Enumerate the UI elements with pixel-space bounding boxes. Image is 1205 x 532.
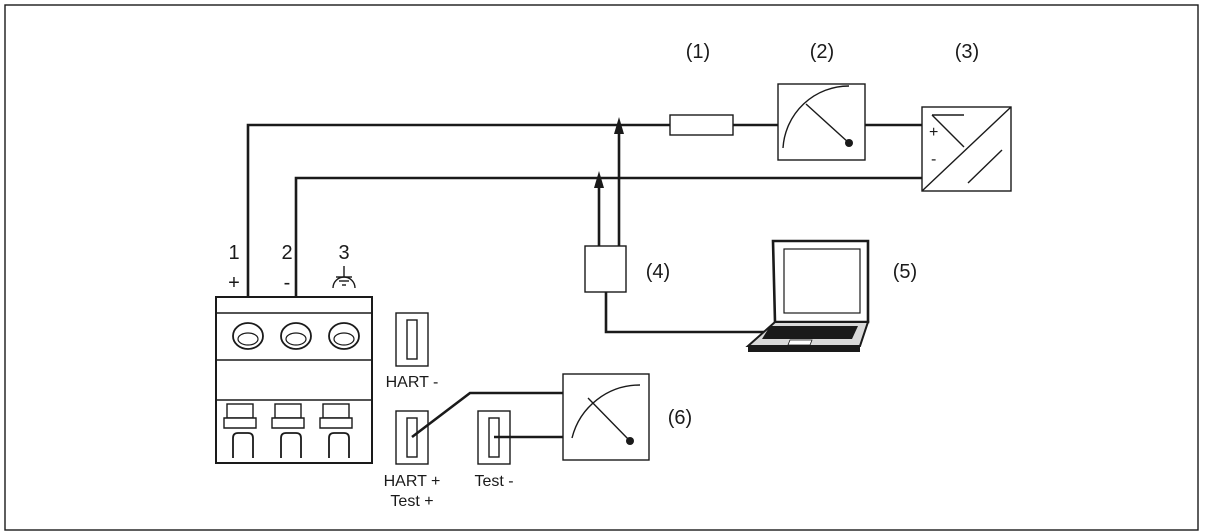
label-power-supply: (3) <box>955 41 979 63</box>
terminal-block <box>215 296 373 464</box>
label-test-meter: (6) <box>668 407 692 429</box>
wire-modem-to-laptop <box>604 292 770 334</box>
ground-icon <box>332 266 356 289</box>
terminal-1-sign: + <box>228 272 240 294</box>
terminal-2-number: 2 <box>281 242 292 264</box>
screw-terminal-1 <box>232 322 264 350</box>
analog-meter-icon <box>562 373 650 461</box>
screw-terminal-3 <box>328 322 360 350</box>
power-supply <box>921 106 1012 192</box>
arrow-icon <box>594 117 624 246</box>
wire-hart-plus-to-meter <box>411 391 563 439</box>
label-laptop: (5) <box>893 261 917 283</box>
label-resistor: (1) <box>686 41 710 63</box>
screw-terminal-2 <box>280 322 312 350</box>
analog-meter-icon <box>777 83 866 161</box>
diagram-frame <box>4 4 1199 531</box>
laptop-icon <box>745 239 870 352</box>
terminal-1-number: 1 <box>228 242 239 264</box>
supply-plus-sign: + <box>929 124 938 141</box>
supply-minus-sign: - <box>931 151 936 168</box>
resistor <box>669 114 734 136</box>
terminal-2-sign: - <box>284 272 291 294</box>
hart-modem <box>584 245 627 293</box>
socket-hart-minus <box>395 312 429 367</box>
label-meter: (2) <box>810 41 834 63</box>
label-test-plus: Test + <box>390 493 433 510</box>
wire-positive <box>246 123 670 336</box>
terminal-3-number: 3 <box>338 242 349 264</box>
socket-hart-plus <box>395 410 429 465</box>
label-hart-minus: HART - <box>386 374 439 391</box>
wire-negative <box>294 176 922 336</box>
label-hart-modem: (4) <box>646 261 670 283</box>
label-test-minus: Test - <box>474 473 513 490</box>
label-hart-plus: HART + <box>384 473 441 490</box>
